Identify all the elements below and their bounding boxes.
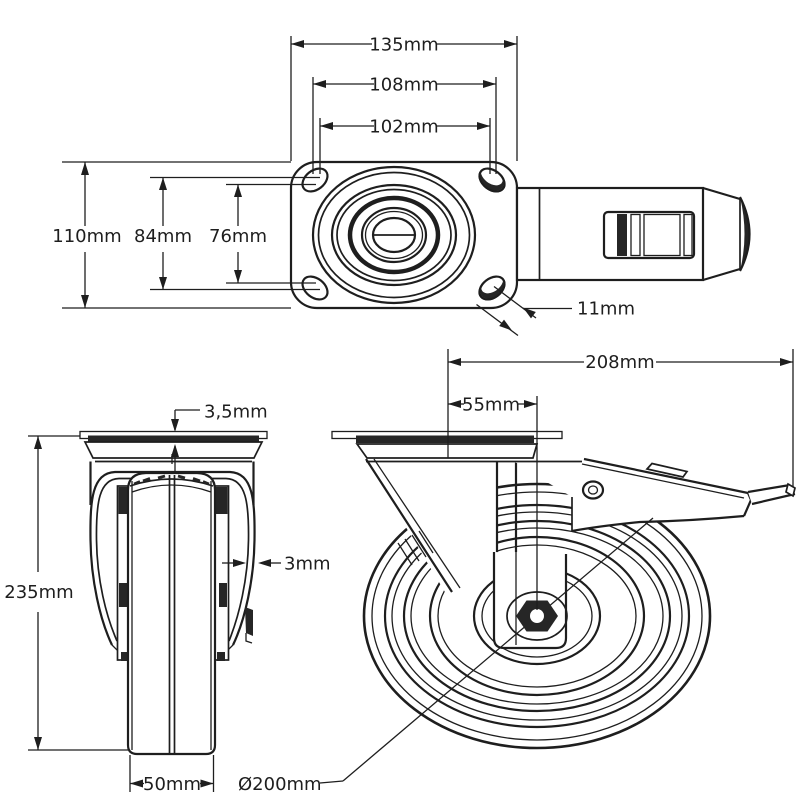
tread-sipes (133, 474, 210, 486)
dim-label-plate-thickness: 3,5mm (204, 402, 268, 423)
dim-label-total-height: 235mm (4, 582, 73, 603)
lever-grip (602, 210, 696, 260)
top-view: 135mm 108mm 102mm (52, 35, 751, 337)
dim-label-bolt-pitch-width-outer: 84mm (134, 226, 192, 247)
diameter-leader-line (342, 517, 654, 782)
bolt-slot-bottom-left (301, 275, 329, 301)
pivot-rivet (581, 480, 605, 500)
dim-plate-thickness: 3,5mm (171, 402, 268, 472)
dim-label-swivel-offset: 55mm (462, 395, 520, 416)
dim-label-bolt-pitch-length-inner: 102mm (369, 117, 438, 138)
side-plate (331, 430, 582, 463)
dim-bolt-pitch-width-inner: 76mm (209, 183, 316, 284)
dim-label-fork-steel-thickness: 3mm (284, 554, 331, 575)
dim-fork-steel-thickness: 3mm (222, 554, 331, 575)
dim-label-bolt-hole-diameter: 11mm (577, 299, 635, 320)
dim-label-wheel-diameter: Ø200mm (238, 774, 322, 795)
axle-hex-nut (516, 600, 558, 632)
dim-label-bolt-pitch-width-inner: 76mm (209, 226, 267, 247)
dim-label-bolt-pitch-length-outer: 108mm (369, 75, 438, 96)
dim-wheel-width: 50mm (129, 755, 215, 795)
front-wheel-tread (126, 471, 217, 756)
brake-housing (497, 457, 753, 533)
dim-bolt-pitch-width-outer: 84mm (134, 176, 320, 291)
brake-lever-top-view (515, 186, 751, 282)
dim-total-length: 208mm (447, 349, 794, 487)
fork-blade (492, 552, 568, 650)
brake-clip-tab (645, 462, 689, 478)
dim-wheel-diameter: Ø200mm (238, 774, 344, 795)
brake-pedal (747, 482, 796, 506)
dim-plate-width: 110mm (52, 161, 291, 309)
swivel-bearing-rings (311, 165, 477, 305)
front-plate (79, 430, 268, 464)
bolt-slot-top-right (478, 165, 506, 193)
dim-label-wheel-width: 50mm (143, 774, 201, 795)
bolt-slot-bottom-right (478, 273, 506, 301)
front-view: 3,5mm 235mm 3mm 50mm (4, 402, 330, 796)
dim-swivel-offset: 55mm (448, 395, 538, 610)
dim-bolt-pitch-length-inner: 102mm (319, 117, 491, 174)
dim-label-plate-length: 135mm (369, 35, 438, 56)
side-view: 208mm 55mm Ø200mm (238, 349, 796, 795)
front-brake-tab (245, 607, 253, 644)
dim-bolt-hole-diameter: 11mm (476, 285, 635, 337)
dim-plate-length: 135mm (290, 35, 518, 161)
dim-bolt-pitch-length-outer: 108mm (312, 75, 497, 174)
dim-total-height: 235mm (4, 435, 128, 751)
dim-label-total-length: 208mm (585, 352, 654, 373)
dim-label-plate-width: 110mm (52, 226, 121, 247)
bolt-slot-top-left (301, 167, 329, 193)
